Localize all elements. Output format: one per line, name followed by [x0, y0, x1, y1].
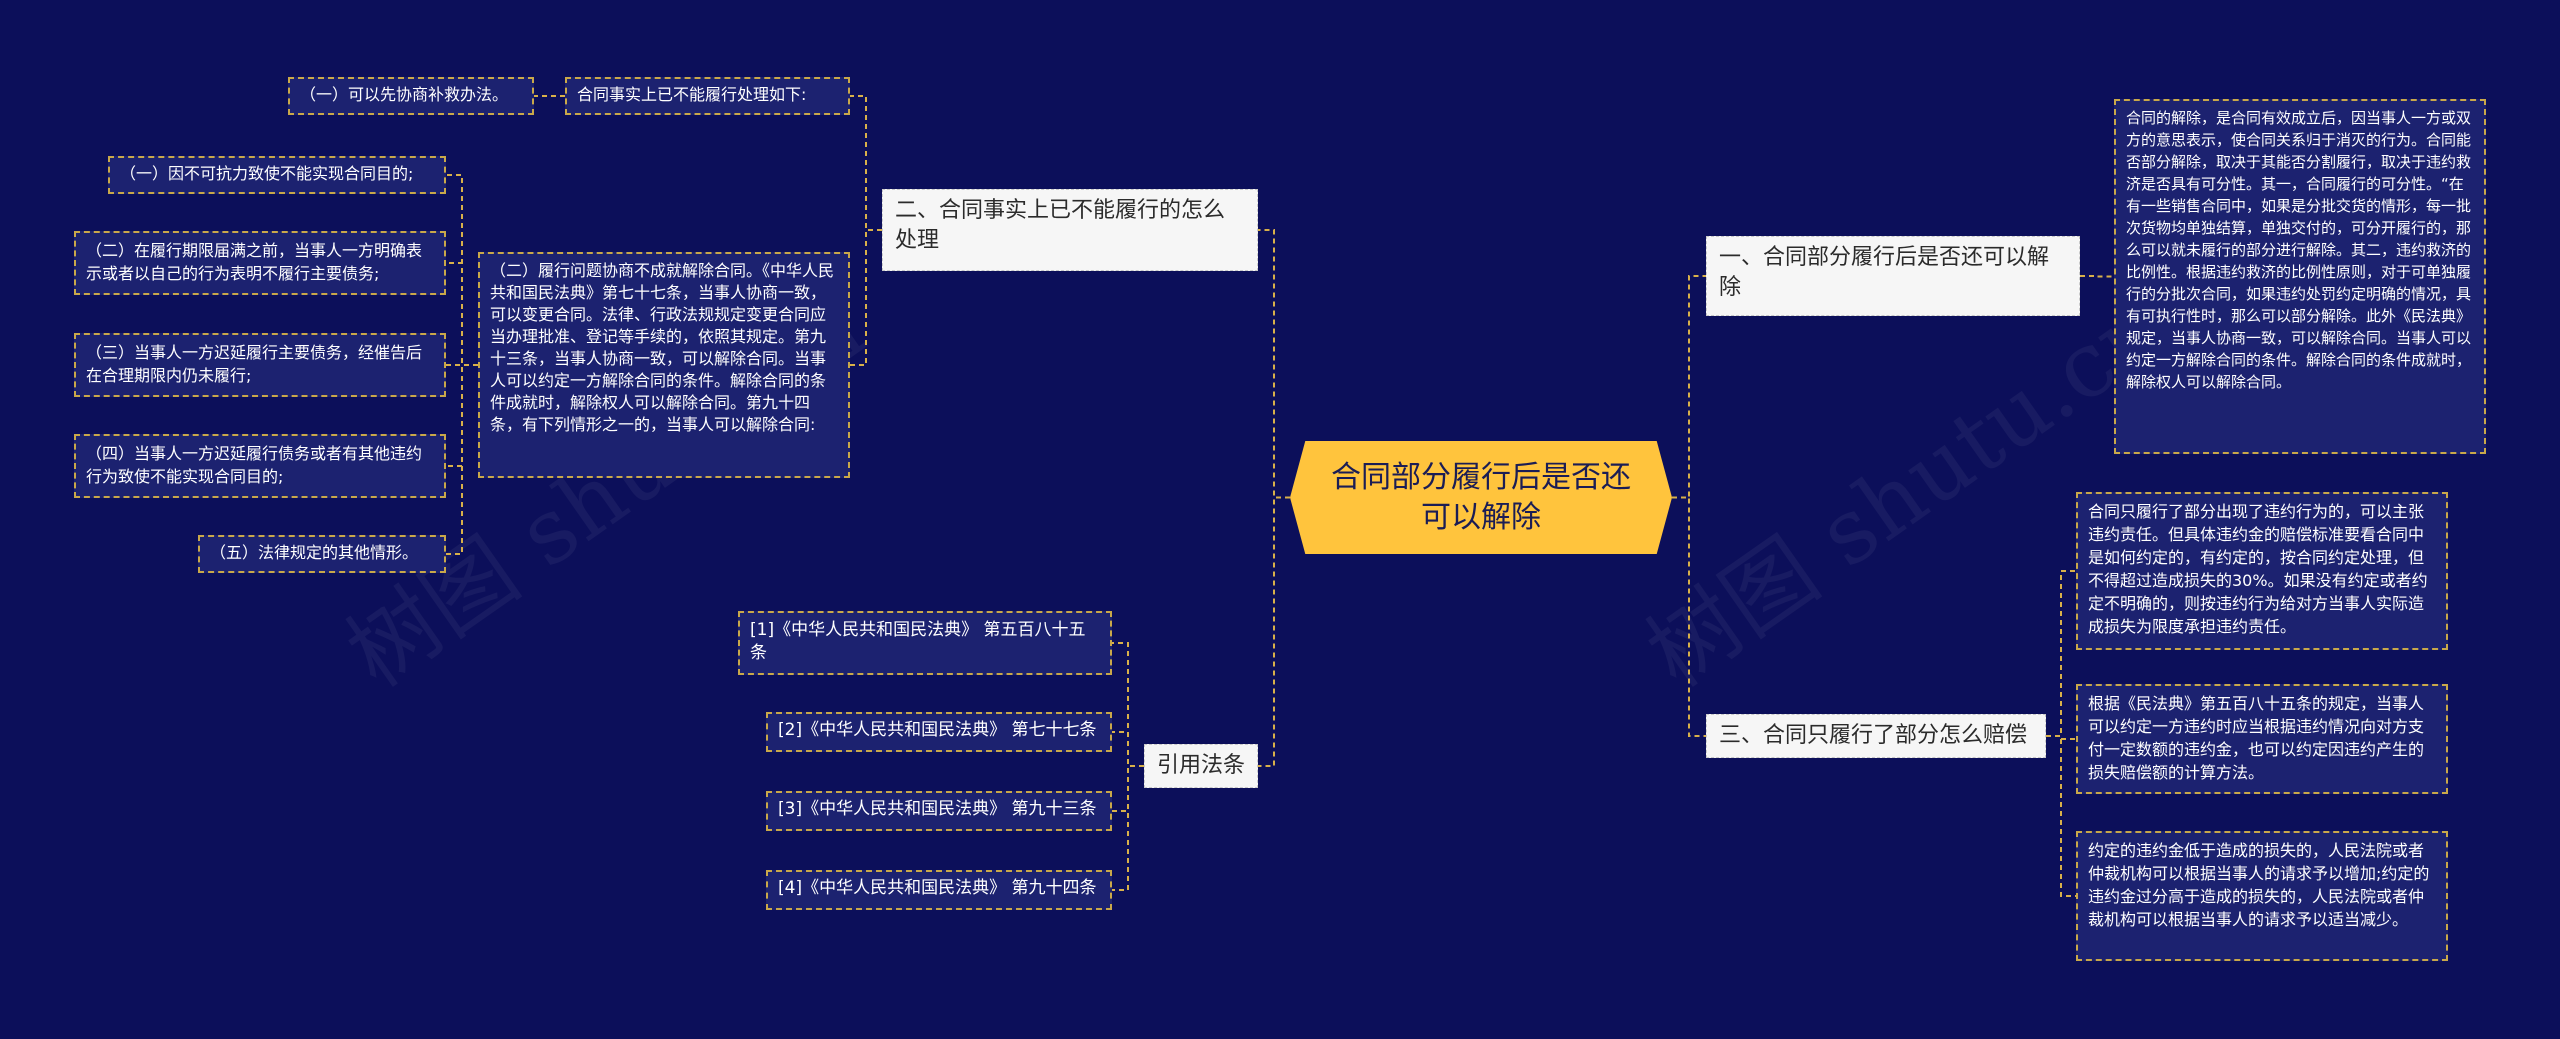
link-b3-l1: [2046, 570, 2076, 737]
branch-partial-performance-compensation[interactable]: 三、合同只履行了部分怎么赔偿: [1706, 714, 2046, 758]
link-b4-l4: [1112, 765, 1144, 891]
branch-partial-performance-rescission[interactable]: 一、合同部分履行后是否还可以解除: [1706, 236, 2080, 316]
link-b2-second: [850, 229, 882, 366]
link-b4-l1: [1112, 642, 1144, 767]
leaf-handling-heading: 合同事实上已不能履行处理如下:: [565, 77, 850, 115]
branch-impossible-performance[interactable]: 二、合同事实上已不能履行的怎么处理: [882, 189, 1258, 271]
leaf-case-anticipatory-breach: （二）在履行期限届满之前，当事人一方明确表示或者以自己的行为表明不履行主要债务;: [74, 231, 446, 295]
leaf-cite-94: [4]《中华人民共和国民法典》 第九十四条: [766, 870, 1112, 910]
link-second-c2: [446, 262, 478, 366]
leaf-rescission-explanation: 合同的解除，是合同有效成立后，因当事人一方或双方的意思表示，使合同关系归于消灭的…: [2114, 99, 2486, 454]
link-b1-explain: [2080, 275, 2114, 278]
link-root-b4: [1258, 496, 1290, 767]
leaf-case-other-legal: （五）法律规定的其他情形。: [198, 535, 446, 573]
link-root-b1: [1672, 275, 1706, 499]
leaf-civil-code-585: 根据《民法典》第五百八十五条的规定，当事人可以约定一方违约时应当根据违约情况向对…: [2076, 684, 2448, 794]
leaf-negotiate-remedy: （一）可以先协商补救办法。: [288, 77, 534, 115]
link-second-c5: [446, 364, 478, 555]
leaf-cite-585: [1]《中华人民共和国民法典》 第五百八十五条: [738, 611, 1112, 675]
leaf-liquidated-damages-rule: 合同只履行了部分出现了违约行为的，可以主张违约责任。但具体违约金的赔偿标准要看合…: [2076, 492, 2448, 650]
branch-cited-laws[interactable]: 引用法条: [1144, 744, 1258, 788]
link-root-b2: [1258, 229, 1290, 499]
link-root-b3: [1672, 496, 1706, 737]
leaf-case-other-breach: （四）当事人一方迟延履行债务或者有其他违约行为致使不能实现合同目的;: [74, 434, 446, 498]
leaf-case-delayed-main-obligation: （三）当事人一方迟延履行主要债务，经催告后在合理期限内仍未履行;: [74, 333, 446, 397]
leaf-adjust-penalty: 约定的违约金低于造成的损失的，人民法院或者仲裁机构可以根据当事人的请求予以增加;…: [2076, 831, 2448, 961]
link-b4-l2: [1112, 731, 1144, 767]
leaf-rescind-if-negotiation-fails: （二）履行问题协商不成就解除合同。《中华人民共和国民法典》第七十七条，当事人协商…: [478, 252, 850, 478]
link-b2-head: [850, 95, 882, 231]
link-b3-l3: [2046, 735, 2076, 897]
leaf-cite-93: [3]《中华人民共和国民法典》 第九十三条: [766, 791, 1112, 831]
leaf-case-force-majeure: （一）因不可抗力致使不能实现合同目的;: [108, 156, 446, 194]
leaf-cite-77: [2]《中华人民共和国民法典》 第七十七条: [766, 712, 1112, 752]
root-topic[interactable]: 合同部分履行后是否还可以解除: [1290, 441, 1672, 554]
